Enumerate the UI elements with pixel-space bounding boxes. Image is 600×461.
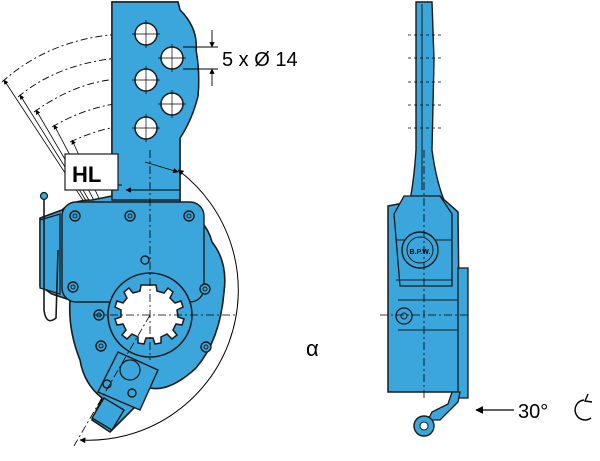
side-clip	[39, 213, 61, 295]
holes-dimension-label: 5 x Ø 14	[222, 49, 298, 71]
worm-cap	[119, 359, 141, 381]
bolt-icon	[95, 340, 107, 352]
bolt-icon	[67, 281, 79, 293]
rotate-clockwise-icon	[574, 393, 593, 421]
side-plate	[457, 267, 469, 399]
spring-clip	[43, 196, 59, 322]
adjust-crank	[426, 391, 461, 421]
side-view: B.P.W. 30°	[380, 1, 593, 437]
bolt-icon	[140, 255, 150, 265]
side-pin	[395, 307, 413, 325]
bolt-icon	[69, 210, 81, 222]
bolt-icon	[199, 283, 211, 295]
bolt-icon	[200, 341, 212, 353]
logo-text: B.P.W.	[410, 249, 431, 256]
bolt-icon	[183, 210, 195, 222]
hole-center-marks	[132, 20, 186, 142]
bolt-icon	[124, 210, 136, 222]
side-arm	[409, 1, 446, 201]
bolt-icon	[102, 379, 112, 389]
front-view: 5 x Ø 14	[1, 1, 319, 447]
bolt-icon	[127, 388, 137, 398]
alpha-label: α	[306, 336, 319, 361]
clip-pin-icon	[39, 191, 49, 201]
hl-label: HL	[72, 162, 101, 187]
hl-label-box	[64, 153, 119, 191]
angle-label: 30°	[518, 401, 548, 423]
hole-dimension	[183, 30, 218, 86]
alpha-arc	[79, 169, 239, 444]
